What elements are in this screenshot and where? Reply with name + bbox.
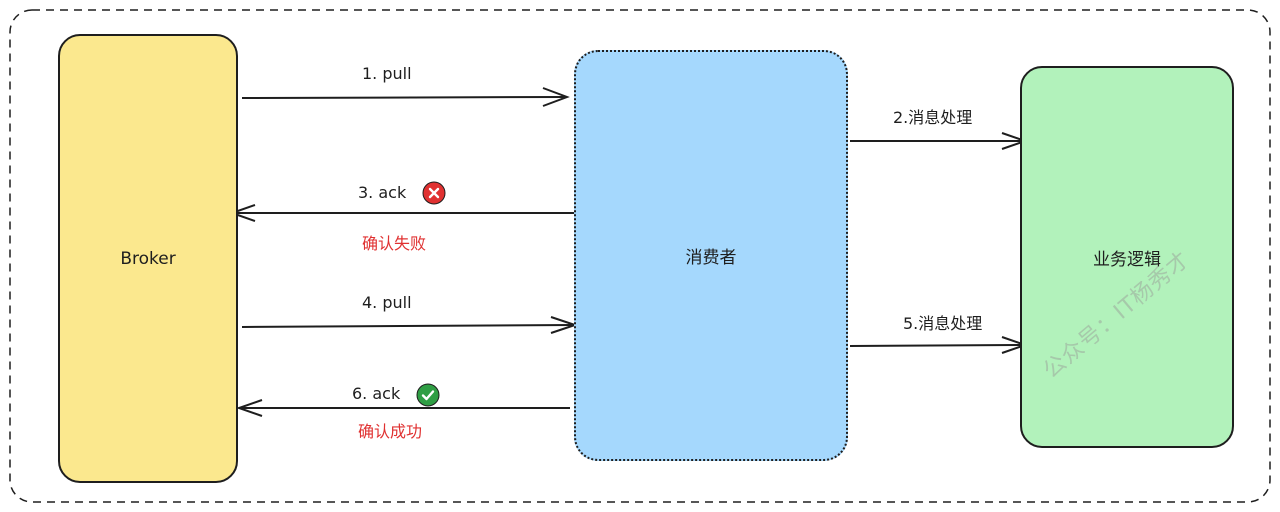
arrow-pull-1 — [241, 87, 570, 107]
arrow-ack-6 — [235, 399, 570, 417]
error-circle-icon — [422, 181, 446, 205]
pull-1-label: 1. pull — [362, 64, 412, 83]
pull-4-label: 4. pull — [362, 293, 412, 312]
arrow-pull-4 — [241, 316, 579, 334]
arrow-ack-3 — [228, 204, 576, 222]
check-circle-icon — [416, 383, 440, 407]
consumer-label: 消费者 — [685, 248, 737, 268]
handle-5-label: 5.消息处理 — [903, 314, 983, 333]
ack-3-result-label: 确认失败 — [362, 234, 427, 253]
ack-6-label: 6. ack — [352, 384, 401, 403]
broker-node: Broker — [58, 34, 238, 483]
consumer-node: 消费者 — [574, 50, 848, 461]
business-logic-label: 业务逻辑 — [1093, 249, 1161, 270]
handle-2-label: 2.消息处理 — [893, 108, 973, 127]
ack-6-result-label: 确认成功 — [358, 422, 423, 441]
arrow-handle-2 — [850, 132, 1029, 150]
broker-label: Broker — [120, 248, 176, 269]
arrow-handle-5 — [849, 336, 1029, 354]
business-logic-node: 业务逻辑 — [1020, 66, 1234, 448]
outer-frame — [9, 9, 1271, 503]
ack-3-label: 3. ack — [358, 183, 407, 202]
